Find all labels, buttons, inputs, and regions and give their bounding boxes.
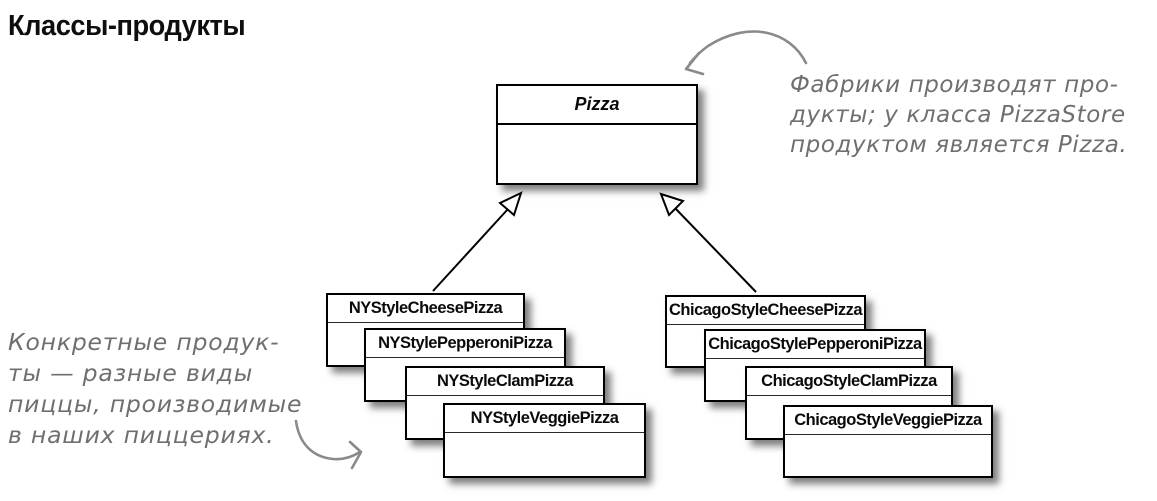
class-box-ny-veggie-pizza: NYStyleVeggiePizza xyxy=(443,403,646,478)
factory-note-arrow-icon xyxy=(684,30,808,76)
class-name: NYStyleClamPizza xyxy=(407,368,603,396)
factory-note: Фабрики производят про- дукты; у класса … xyxy=(790,70,1127,160)
products-note-line: Конкретные продук- xyxy=(8,328,280,356)
class-name: ChicagoStylePepperoniPizza xyxy=(706,331,924,359)
class-name: NYStyleVeggiePizza xyxy=(445,405,644,433)
class-name: ChicagoStyleClamPizza xyxy=(747,368,951,396)
factory-note-line: продуктом является Pizza. xyxy=(790,132,1128,158)
products-note: Конкретные продук- ты — разные виды пицц… xyxy=(8,327,302,451)
inheritance-arrow-left-icon xyxy=(432,191,523,292)
products-note-line: ты — разные виды xyxy=(8,359,254,387)
class-name: NYStylePepperoniPizza xyxy=(366,330,564,358)
inheritance-arrow-right-icon xyxy=(659,192,757,293)
factory-note-line: дукты; у класса PizzaStore xyxy=(790,102,1126,128)
class-name: ChicagoStyleVeggiePizza xyxy=(785,407,991,435)
page-title: Классы-продукты xyxy=(8,10,246,42)
class-name: NYStyleCheesePizza xyxy=(328,295,523,323)
products-note-line: пиццы, производимые xyxy=(8,390,303,418)
products-note-line: в наших пиццериях. xyxy=(8,421,275,449)
products-note-arrow-icon xyxy=(294,419,363,470)
class-box-pizza: Pizza xyxy=(496,84,698,185)
factory-note-line: Фабрики производят про- xyxy=(790,72,1119,98)
class-box-chicago-veggie-pizza: ChicagoStyleVeggiePizza xyxy=(783,405,993,478)
class-name: ChicagoStyleCheesePizza xyxy=(667,297,864,325)
class-name-pizza: Pizza xyxy=(498,86,696,125)
